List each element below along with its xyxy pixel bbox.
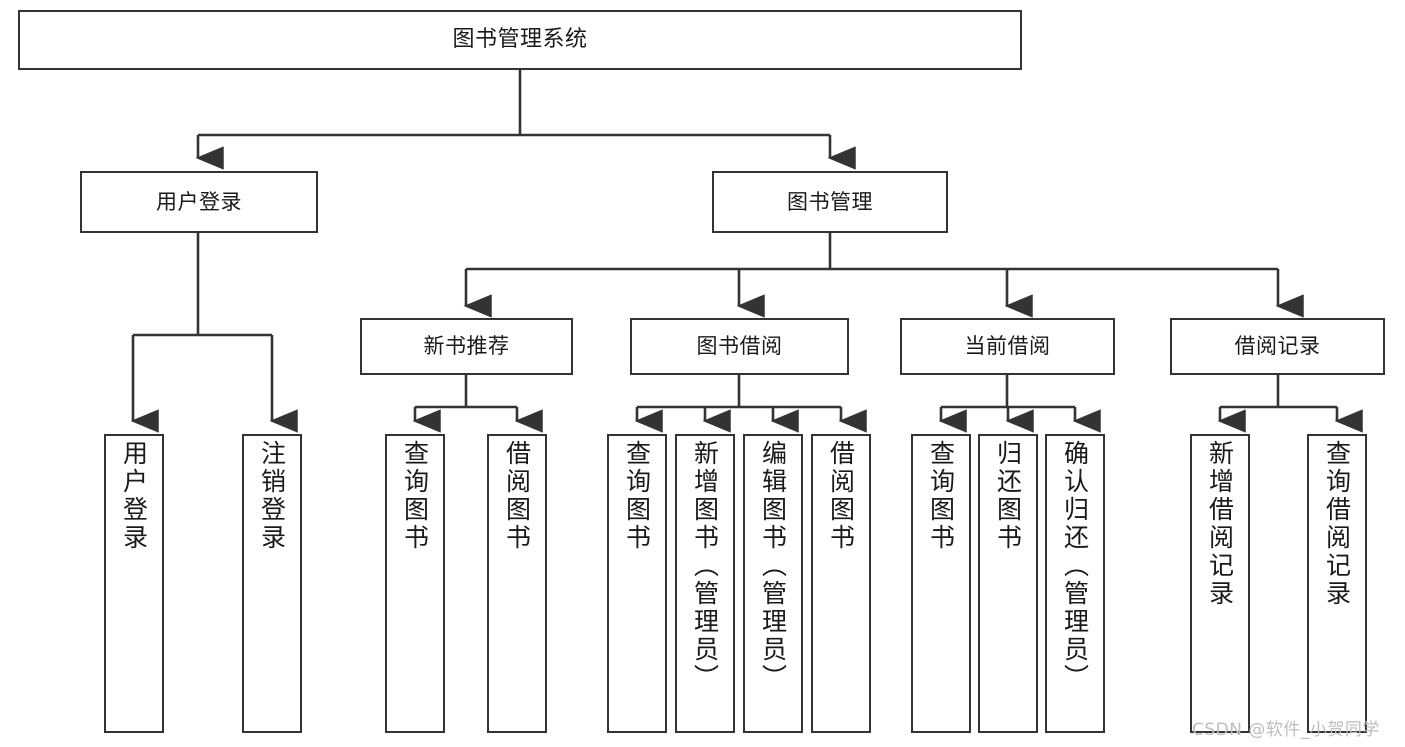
node-book-borrow[interactable]: 图书借阅 bbox=[630, 318, 849, 375]
node-current-borrow[interactable]: 当前借阅 bbox=[900, 318, 1115, 375]
leaf-query-book-2[interactable]: 查询图书 bbox=[607, 434, 667, 733]
leaf-query-book-1-label: 查询图书 bbox=[400, 440, 430, 552]
node-user-login-label: 用户登录 bbox=[156, 189, 242, 214]
node-root-label: 图书管理系统 bbox=[452, 27, 588, 53]
leaf-add-record-label: 新增借阅记录 bbox=[1205, 440, 1235, 608]
leaf-borrow-book-1-label: 借阅图书 bbox=[502, 440, 532, 552]
leaf-borrow-book-1[interactable]: 借阅图书 bbox=[487, 434, 547, 733]
leaf-return-book[interactable]: 归还图书 bbox=[978, 434, 1038, 733]
leaf-edit-book-label: 编辑图书（管理员） bbox=[758, 440, 788, 692]
leaf-borrow-book-2-label: 借阅图书 bbox=[826, 440, 856, 552]
leaf-logout-label: 注销登录 bbox=[257, 440, 287, 552]
node-new-book-recommend[interactable]: 新书推荐 bbox=[360, 318, 573, 375]
leaf-confirm-return[interactable]: 确认归还（管理员） bbox=[1045, 434, 1105, 733]
node-new-book-recommend-label: 新书推荐 bbox=[423, 334, 510, 359]
leaf-add-record[interactable]: 新增借阅记录 bbox=[1190, 434, 1250, 733]
leaf-add-book[interactable]: 新增图书（管理员） bbox=[675, 434, 735, 733]
node-book-management[interactable]: 图书管理 bbox=[712, 171, 948, 233]
node-borrow-record-label: 借阅记录 bbox=[1234, 334, 1321, 359]
leaf-query-book-3[interactable]: 查询图书 bbox=[911, 434, 971, 733]
leaf-logout[interactable]: 注销登录 bbox=[242, 434, 302, 733]
leaf-borrow-book-2[interactable]: 借阅图书 bbox=[811, 434, 871, 733]
leaf-edit-book[interactable]: 编辑图书（管理员） bbox=[743, 434, 803, 733]
leaf-confirm-return-label: 确认归还（管理员） bbox=[1060, 440, 1090, 692]
leaf-add-book-label: 新增图书（管理员） bbox=[690, 440, 720, 692]
leaf-return-book-label: 归还图书 bbox=[993, 440, 1023, 552]
leaf-user-login[interactable]: 用户登录 bbox=[104, 434, 164, 733]
leaf-query-record-label: 查询借阅记录 bbox=[1322, 440, 1352, 608]
node-borrow-record[interactable]: 借阅记录 bbox=[1170, 318, 1385, 375]
node-book-borrow-label: 图书借阅 bbox=[696, 334, 783, 359]
watermark-text: CSDN @软件_小贺同学 bbox=[1192, 720, 1380, 740]
leaf-query-book-2-label: 查询图书 bbox=[622, 440, 652, 552]
leaf-query-record[interactable]: 查询借阅记录 bbox=[1307, 434, 1367, 733]
node-root[interactable]: 图书管理系统 bbox=[18, 10, 1022, 70]
node-user-login[interactable]: 用户登录 bbox=[80, 171, 318, 233]
node-current-borrow-label: 当前借阅 bbox=[964, 334, 1051, 359]
node-book-management-label: 图书管理 bbox=[787, 189, 873, 214]
leaf-query-book-1[interactable]: 查询图书 bbox=[385, 434, 445, 733]
leaf-user-login-label: 用户登录 bbox=[119, 440, 149, 552]
leaf-query-book-3-label: 查询图书 bbox=[926, 440, 956, 552]
